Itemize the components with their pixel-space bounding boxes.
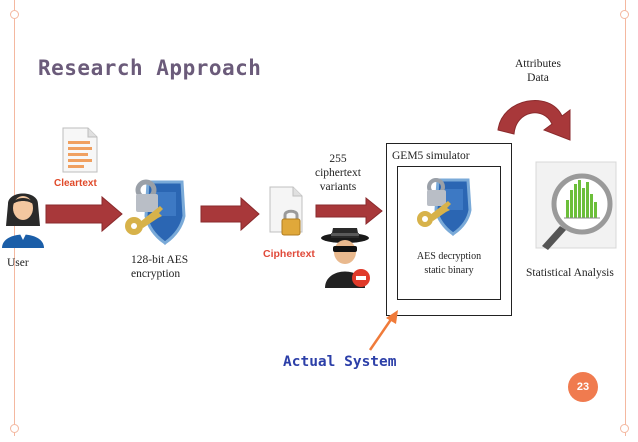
encrypt-label-1: 128-bit AES <box>131 254 189 266</box>
user-label: User <box>7 257 29 269</box>
magnifier-chart-icon <box>535 161 617 250</box>
locked-document-icon <box>269 186 303 236</box>
attributes-label-1: Attributes <box>515 58 561 70</box>
variants-label-3: variants <box>319 181 357 193</box>
arrow-user-to-encrypt <box>45 195 123 233</box>
slide-title: Research Approach <box>38 56 262 80</box>
ciphertext-label: Ciphertext <box>263 248 315 260</box>
spy-icon <box>321 228 370 288</box>
page-number: 23 <box>568 372 598 402</box>
user-icon <box>2 193 44 248</box>
decrypt-label-1: AES decryption <box>416 251 482 262</box>
document-icon <box>62 127 98 173</box>
lock-key-icon <box>125 179 186 246</box>
cleartext-label: Cleartext <box>54 178 97 189</box>
simulator-label: GEM5 simulator <box>392 150 470 162</box>
arrow-encrypt-to-cipher <box>200 196 260 232</box>
lock-key-icon <box>417 178 472 237</box>
frame-dot <box>10 424 19 433</box>
actual-system-label: Actual System <box>283 354 397 370</box>
curved-arrow <box>497 100 571 141</box>
frame-dot <box>10 10 19 19</box>
frame-dot <box>620 10 629 19</box>
variants-label-2: ciphertext <box>315 167 361 179</box>
stats-label: Statistical Analysis <box>526 267 614 279</box>
pointer-arrow <box>368 310 398 351</box>
encrypt-label-2: encryption <box>131 268 181 280</box>
variants-label-1: 255 <box>329 153 347 165</box>
frame-dot <box>620 424 629 433</box>
decrypt-label-2: static binary <box>424 265 474 276</box>
arrow-cipher-to-sim <box>315 196 383 226</box>
attributes-label-2: Data <box>527 72 549 84</box>
